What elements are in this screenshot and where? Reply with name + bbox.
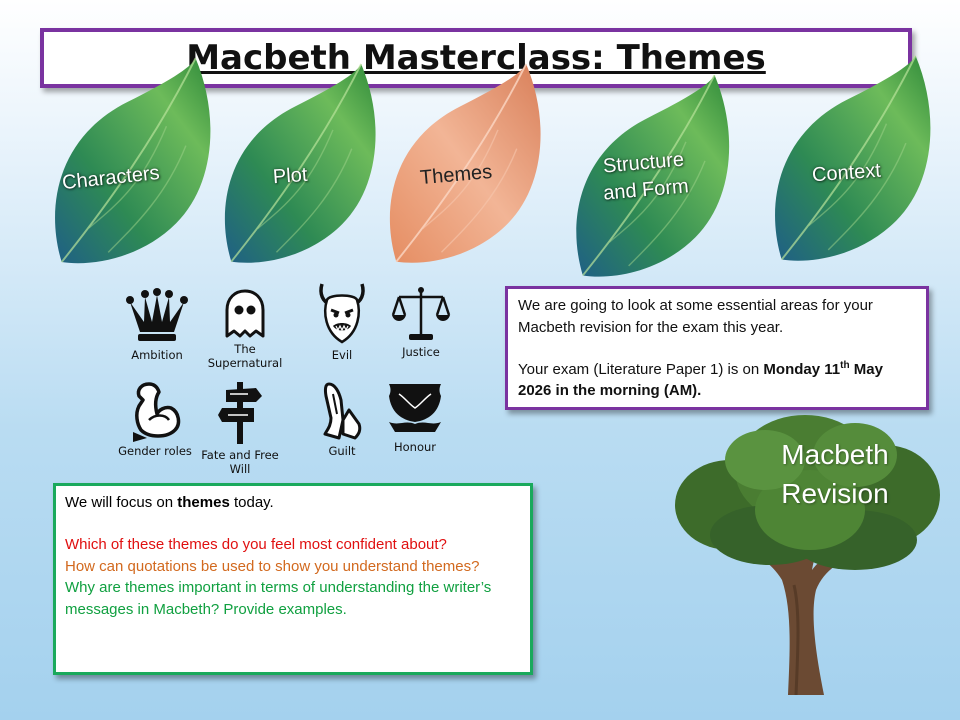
green-leaf-icon	[576, 75, 730, 277]
theme-label: Fate and Free Will	[201, 448, 279, 477]
praying-hands-icon	[323, 382, 362, 440]
focus-questions-box: We will focus on themes today. Which of …	[53, 483, 533, 675]
focus-keyword: themes	[177, 494, 230, 511]
tree-illustration	[675, 415, 940, 695]
tree-caption-line: Macbeth	[781, 439, 889, 470]
theme-label: Evil	[331, 348, 353, 362]
info-text: Your exam (Literature Paper 1) is on	[518, 360, 764, 378]
info-intro: We are going to look at some essential a…	[518, 297, 873, 336]
theme-label: Ambition	[131, 348, 183, 362]
leaf-context[interactable]: Context	[770, 55, 935, 270]
info-exam-date: Your exam (Literature Paper 1) is on Mon…	[518, 359, 916, 403]
flexed-arm-icon	[133, 382, 181, 442]
green-leaf-icon	[55, 57, 211, 264]
leaf-label-line: and Form	[602, 175, 690, 205]
leaf-label: Structure and Form	[600, 146, 690, 207]
question-confidence: Which of these themes do you feel most c…	[65, 535, 447, 553]
exam-date-rest: May 2026 in the morning (AM).	[518, 360, 883, 400]
leaf-characters[interactable]: Characters	[50, 55, 215, 275]
leaf-structure-and-form[interactable]: Structure and Form	[570, 75, 735, 285]
theme-ambition: Ambition	[112, 288, 202, 362]
exam-date: Monday 11	[763, 360, 841, 378]
question-importance: Why are themes important in terms of und…	[65, 579, 492, 618]
theme-label-line: The	[234, 342, 256, 356]
focus-text: today.	[229, 494, 274, 511]
theme-label: Justice	[402, 345, 440, 359]
green-leaf-icon	[224, 63, 376, 263]
shield-icon	[389, 384, 441, 432]
theme-label: Gender roles	[118, 444, 192, 458]
tree-caption-line: Revision	[781, 478, 889, 510]
theme-label-line: Supernatural	[207, 356, 283, 371]
theme-supernatural: The Supernatural	[200, 288, 290, 371]
theme-fate-and-free-will: Fate and Free Will	[195, 380, 285, 477]
leaf-label: Context	[811, 159, 882, 187]
leaf-label-line: Structure	[602, 148, 685, 178]
theme-label: Guilt	[328, 444, 356, 458]
leaf-label: Plot	[272, 163, 309, 189]
ghost-icon	[225, 289, 265, 338]
theme-guilt: Guilt	[297, 380, 387, 458]
focus-intro: We will focus on themes today.	[65, 492, 521, 514]
crown-icon	[126, 288, 188, 341]
theme-gender-roles: Gender roles	[110, 380, 200, 458]
demon-mask-icon	[319, 283, 365, 344]
theme-evil: Evil	[297, 282, 387, 362]
spacer	[65, 514, 521, 534]
scales-icon	[391, 287, 451, 340]
exam-info-box: We are going to look at some essential a…	[505, 286, 929, 410]
page-title: Macbeth Masterclass: Themes	[186, 38, 766, 78]
date-suffix: th	[840, 359, 850, 371]
theme-justice: Justice	[376, 285, 466, 359]
question-quotations: How can quotations be used to show you u…	[65, 557, 480, 575]
leaf-themes[interactable]: Themes	[385, 60, 545, 275]
theme-label: The Supernatural	[200, 342, 290, 371]
focus-text: We will focus on	[65, 494, 178, 511]
leaf-plot[interactable]: Plot	[220, 60, 380, 275]
signpost-icon	[218, 382, 262, 444]
tree-caption: Macbeth Revision	[735, 435, 935, 513]
theme-label: Honour	[393, 440, 437, 454]
green-leaf-icon	[775, 55, 931, 261]
orange-leaf-icon	[389, 63, 541, 263]
theme-honour: Honour	[370, 380, 460, 454]
